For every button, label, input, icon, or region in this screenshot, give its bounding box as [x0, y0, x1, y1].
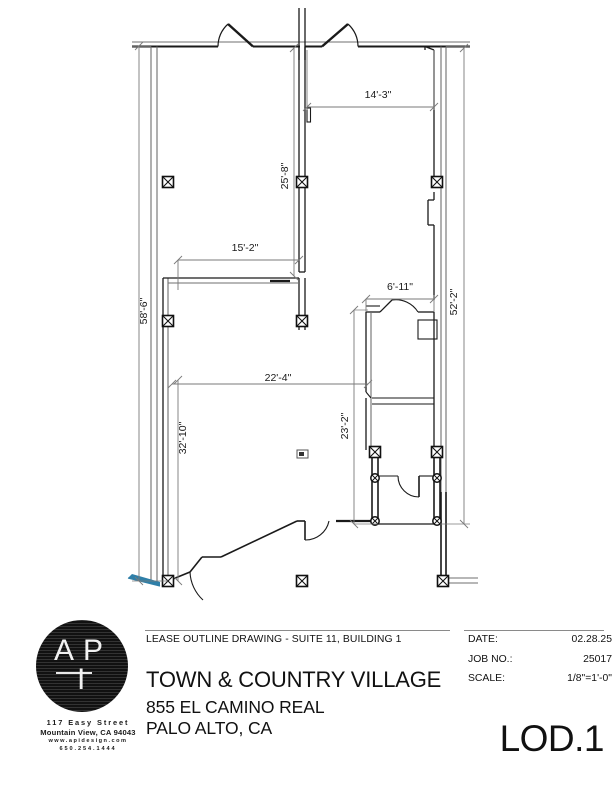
- exterior-wall-right: [440, 46, 478, 584]
- scale-label: SCALE:: [468, 673, 505, 684]
- api-logo: A P I 117 Easy Street Mountain View, CA …: [36, 620, 136, 753]
- logo-bar: [56, 672, 92, 674]
- date-label: DATE:: [468, 634, 498, 645]
- dimension-label-58-6: 58'-6": [138, 297, 150, 324]
- job-number-label: JOB NO.:: [468, 653, 513, 665]
- project-name: TOWN & COUNTRY VILLAGE: [146, 667, 442, 692]
- title-divider-center: [145, 630, 450, 632]
- window-opening: [306, 107, 312, 123]
- logo-letter-a: A: [54, 634, 75, 667]
- door-top-left: [217, 23, 254, 48]
- dimension-label-6-11: 6'-11": [387, 281, 413, 293]
- project-address-line2: PALO ALTO, CA: [146, 717, 273, 738]
- logo-stripes: [36, 620, 128, 712]
- meta-row-date: DATE: 02.28.25: [468, 634, 612, 645]
- logo-letters: A P I: [36, 620, 128, 712]
- drawing-type-label: LEASE OUTLINE DRAWING - SUITE 11, BUILDI…: [146, 634, 402, 645]
- company-phone: 650.254.1444: [59, 745, 117, 752]
- title-center-column: LEASE OUTLINE DRAWING - SUITE 11, BUILDI…: [146, 634, 466, 738]
- exterior-wall-left: [150, 46, 169, 583]
- suite-outline: [424, 45, 435, 300]
- dimension-label-15-2: 15'-2": [232, 242, 259, 254]
- company-city: Mountain View, CA 94043: [40, 727, 136, 737]
- company-street: 117 Easy Street: [46, 718, 130, 727]
- north-accent-marker: [127, 574, 161, 587]
- exterior-wall-top: [132, 41, 470, 48]
- job-number-value: 25017: [583, 653, 612, 665]
- dimension-label-25-8: 25'-8": [279, 162, 291, 189]
- company-address: 117 Easy Street Mountain View, CA 94043 …: [36, 718, 140, 753]
- floor-plan-drawing: 14'-3" 25'-8" 15'-2" 58'-6" 6'-11" 52'-2…: [127, 8, 478, 601]
- door-top-right: [321, 23, 359, 48]
- interior-wall-jog: [163, 277, 299, 284]
- logo-disc: A P I: [36, 620, 128, 712]
- sheet-number: LOD.1: [499, 718, 605, 759]
- dimension-label-52-2: 52'-2": [448, 288, 460, 315]
- restroom-outline: [365, 299, 441, 525]
- logo-letter-i: I: [77, 663, 86, 696]
- project-address-line1: 855 EL CAMINO REAL: [146, 697, 325, 717]
- lease-boundary-lower: [167, 519, 372, 601]
- company-website[interactable]: www.apidesign.com: [48, 738, 128, 745]
- title-divider-right: [464, 630, 604, 632]
- storefront-mullion: [298, 8, 306, 60]
- title-meta-column: DATE: 02.28.25 JOB NO.: 25017 SCALE: 1/8…: [468, 634, 612, 693]
- scale-value: 1/8"=1'-0": [567, 673, 612, 684]
- meta-row-scale: SCALE: 1/8"=1'-0": [468, 673, 612, 684]
- date-value: 02.28.25: [571, 634, 612, 645]
- dimension-lines: [132, 41, 470, 586]
- plan-geometry: 14'-3" 25'-8" 15'-2" 58'-6" 6'-11" 52'-2…: [127, 8, 478, 601]
- meta-row-job: JOB NO.: 25017: [468, 654, 612, 665]
- dimension-label-23-2: 23'-2": [339, 412, 351, 439]
- dimension-label-32-10: 32'-10": [177, 421, 189, 454]
- logo-letter-p: P: [83, 634, 104, 667]
- dimension-label-14-3: 14'-3": [365, 89, 392, 101]
- column-markers: [161, 175, 450, 588]
- floor-plan: 14'-3" 25'-8" 15'-2" 58'-6" 6'-11" 52'-2…: [127, 8, 478, 601]
- dimension-labels: 14'-3" 25'-8" 15'-2" 58'-6" 6'-11" 52'-2…: [138, 89, 460, 454]
- dimension-label-22-4: 22'-4": [265, 372, 292, 384]
- title-block: A P I 117 Easy Street Mountain View, CA …: [0, 608, 612, 792]
